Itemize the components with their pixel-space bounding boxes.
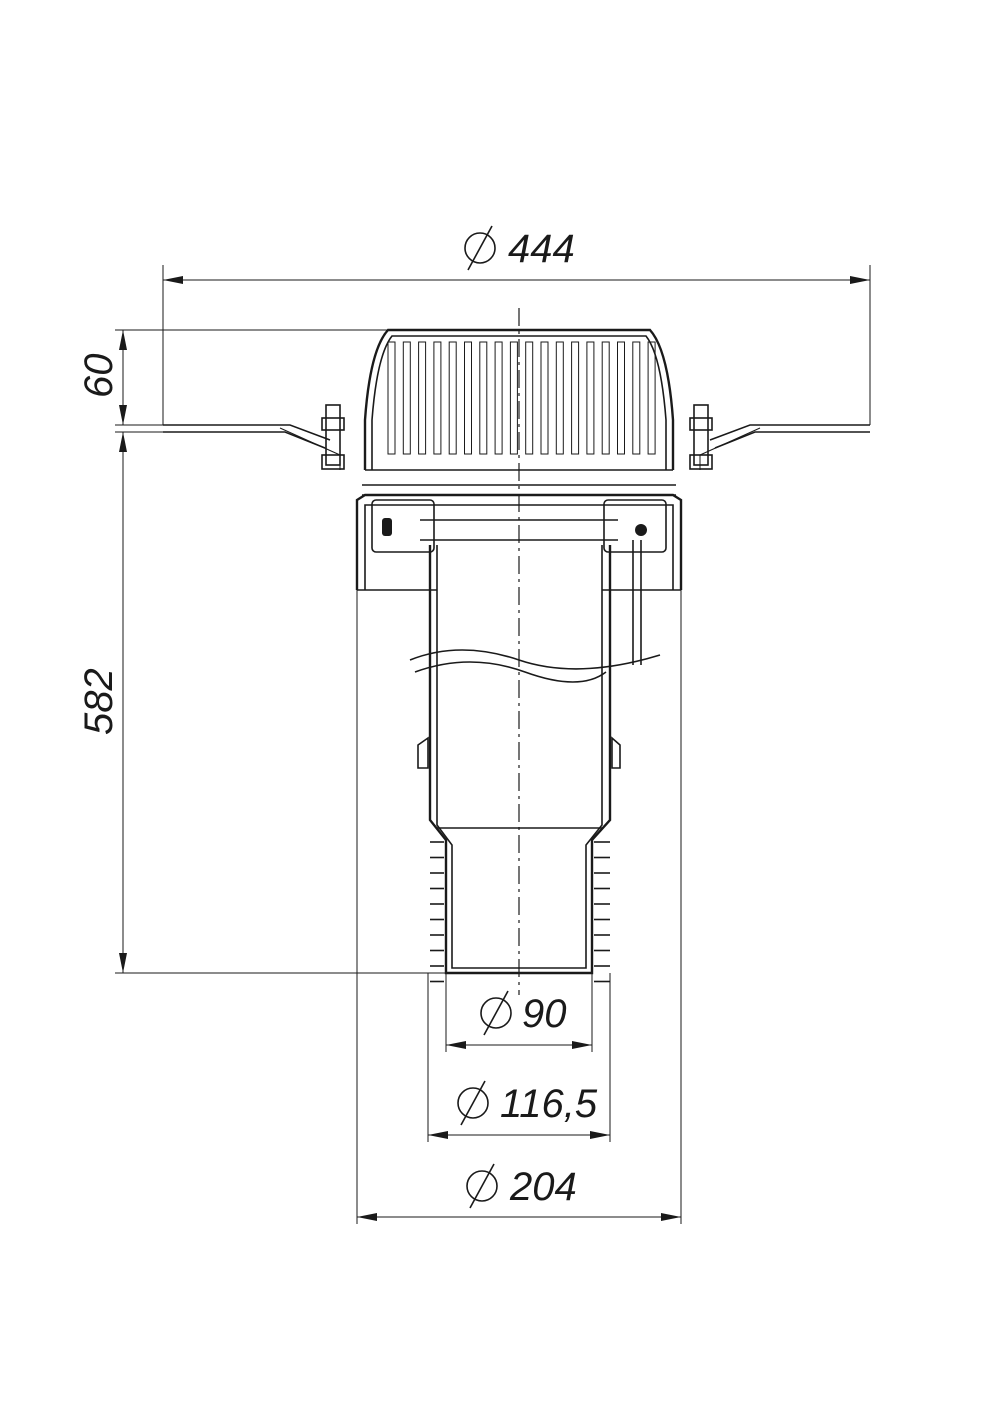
body-housing [355, 493, 683, 665]
grate-rib [387, 341, 396, 455]
bolt-left [321, 404, 345, 470]
grate-rib [647, 341, 656, 455]
grate-rib [433, 341, 442, 455]
dimension-label-60: 60 [77, 354, 121, 399]
grate-rib [418, 341, 427, 455]
dimension-label-116-5: 116,5 [500, 1082, 598, 1126]
dimension-444: 444 [162, 225, 871, 425]
flange [163, 424, 870, 470]
grate-rib [402, 341, 411, 455]
dimension-label-90: 90 [522, 992, 567, 1036]
dimension-204: 204 [356, 590, 682, 1224]
bolt-right [689, 404, 713, 470]
grate-rib [617, 341, 625, 455]
grate-rib [479, 341, 488, 455]
grate-rib [464, 341, 472, 455]
dimension-label-204: 204 [509, 1165, 577, 1209]
grate-rib [494, 341, 503, 455]
grate-rib [555, 341, 564, 455]
dimension-label-582: 582 [77, 668, 121, 735]
grate-rib [632, 341, 641, 455]
grate-rib [540, 341, 549, 455]
grate-rib [448, 341, 457, 455]
dimension-90: 90 [445, 973, 593, 1052]
pipe [409, 545, 661, 983]
grate-rib [509, 341, 518, 455]
dimension-582: 582 [77, 431, 446, 974]
dimension-label-444: 444 [508, 227, 575, 271]
grate-rib [601, 341, 610, 455]
grate-rib [525, 341, 534, 455]
grate-rib [586, 341, 595, 455]
dimension-116-5: 116,5 [427, 973, 611, 1142]
dimension-60: 60 [77, 329, 390, 426]
grate-rib [571, 341, 580, 455]
